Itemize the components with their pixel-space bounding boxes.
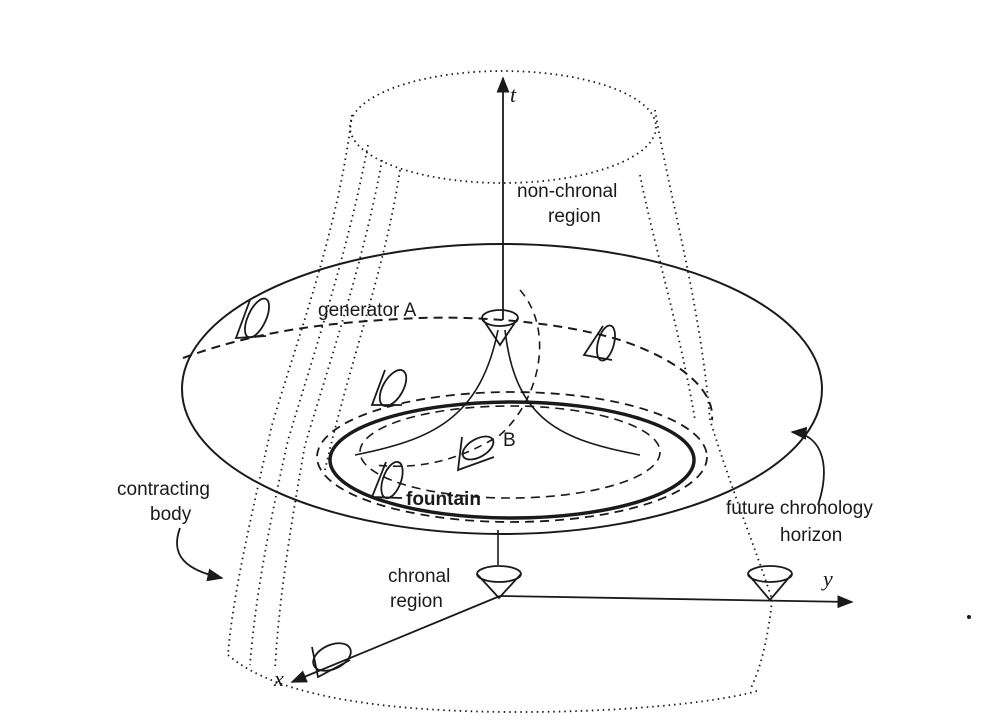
generator-a-label: generator A [318,300,417,321]
inner-dashed-ring-outer [316,391,708,523]
light-cone-left-edge [234,297,270,339]
point-b-label: B [503,430,516,451]
horizon-pointer [790,426,825,506]
contracting-body-pointer [176,527,224,582]
stray-dot [967,615,971,619]
chronology-horizon-ellipse [181,243,823,535]
non-chronal-label-2: region [548,206,601,227]
cusp-curve-right [504,329,641,456]
generator-b-curve [374,289,541,468]
fountain-label: fountain [406,489,481,510]
light-cone-near-b [456,435,495,472]
light-cone-y-axis [747,565,793,602]
y-axis-label: y [821,566,833,591]
chronal-region-label: chronal [388,566,450,587]
light-cone-fountain [370,460,404,500]
contracting-body-label: contracting [117,479,210,500]
light-cone-center-top [481,309,519,347]
contracting-body-label-2: body [150,504,192,525]
non-chronal-label: non-chronal [517,181,617,202]
light-cone-left-inner [370,369,408,407]
future-horizon-label: future chronology [726,498,873,519]
x-axis [290,595,501,683]
inner-dashed-ring-inner [359,405,661,499]
y-axis [499,595,854,609]
future-horizon-label-2: horizon [780,525,842,546]
t-axis-label: t [510,82,517,107]
body-top-ellipse [349,70,657,184]
cusp-curve-left [354,329,499,456]
light-cone-chronal [476,565,522,600]
light-cone-right [582,324,616,362]
body-bottom-ellipse [227,654,761,713]
generator-a-curve [182,316,714,421]
x-axis-label: x [273,666,284,691]
light-cone-x-axis [311,642,352,679]
chronal-region-label-2: region [390,591,443,612]
contracting-body-worldlines [227,109,773,691]
fountain-ellipse [328,400,696,520]
